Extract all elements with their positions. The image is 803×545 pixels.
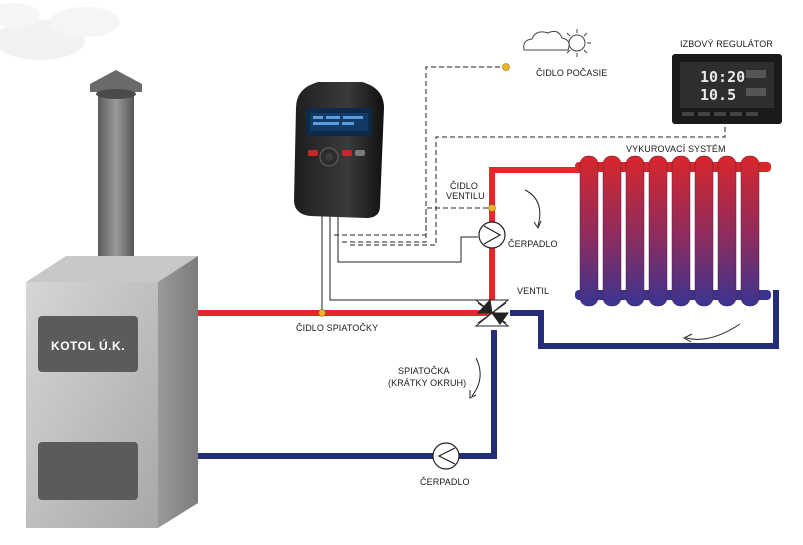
signal-lines bbox=[321, 66, 726, 311]
chimney-cap bbox=[90, 70, 142, 92]
heating-system-label: VYKUROVACÍ SYSTÉM bbox=[626, 144, 726, 154]
radiator bbox=[575, 155, 771, 307]
return-sensor-dot bbox=[318, 309, 326, 317]
room-regulator-cable bbox=[350, 124, 726, 246]
return-sensor-label: ČIDLO SPIATOČKY bbox=[296, 323, 378, 333]
boiler-top bbox=[26, 256, 198, 282]
valve-sensor-label-1: ČIDLO bbox=[450, 181, 478, 191]
boiler-return-pipe bbox=[198, 330, 497, 459]
svg-text:10.5: 10.5 bbox=[700, 86, 736, 104]
cloud-sun-icon bbox=[523, 29, 591, 57]
room-regulator: 10:20 10.5 bbox=[672, 54, 782, 124]
flow-arrow-icon bbox=[682, 323, 741, 343]
flow-arrow-icon bbox=[524, 189, 542, 230]
svg-text:10:20: 10:20 bbox=[700, 68, 745, 86]
boiler-lower-door bbox=[38, 442, 138, 500]
radiator-return-pipe bbox=[510, 290, 779, 349]
boiler-side bbox=[158, 256, 198, 528]
boiler: KOTOL Ú.K. bbox=[26, 70, 198, 528]
pump-top-cable bbox=[337, 215, 478, 263]
valve-sensor-cable bbox=[334, 207, 492, 236]
pump-bottom-label: ČERPADLO bbox=[420, 477, 470, 487]
chimney bbox=[98, 96, 134, 272]
pump-icon bbox=[432, 442, 460, 470]
pump-top-label: ČERPADLO bbox=[508, 239, 558, 249]
valve-cable bbox=[329, 215, 492, 301]
room-regulator-label: IZBOVÝ REGULÁTOR bbox=[680, 39, 773, 49]
weather-sensor-label: ČIDLO POČASIE bbox=[536, 68, 607, 78]
valve-label: VENTIL bbox=[517, 286, 549, 296]
pump-icon bbox=[478, 221, 506, 249]
weather-sensor-cable bbox=[342, 66, 504, 243]
valve-sensor-label-2: VENTILU bbox=[446, 191, 485, 201]
valve-sensor-dot bbox=[488, 204, 496, 212]
boiler-label: KOTOL Ú.K. bbox=[51, 338, 125, 353]
flow-arrow-icon bbox=[469, 357, 481, 399]
weather-sensor-dot bbox=[502, 63, 510, 71]
boiler-upper-door bbox=[38, 316, 138, 372]
smoke bbox=[0, 3, 120, 60]
return-label-2: (KRÁTKY OKRUH) bbox=[388, 378, 466, 388]
mixing-valve-icon bbox=[474, 298, 510, 327]
return-label-1: SPIATOČKA bbox=[398, 366, 450, 376]
controller bbox=[294, 82, 384, 218]
